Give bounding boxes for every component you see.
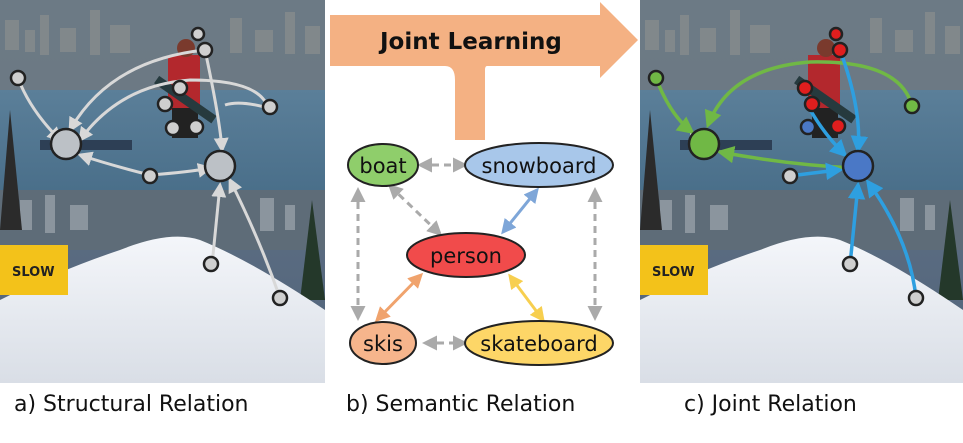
joint-learning-arrow: [330, 2, 638, 140]
caption-structural-relation: a) Structural Relation: [14, 392, 249, 417]
node-snowboard: [203, 149, 237, 183]
semantic-relation-panel: Joint Learning boat snowboard person: [325, 0, 640, 383]
structural-edges: [16, 48, 282, 299]
structural-relation-scene: SLOW: [0, 0, 325, 383]
node-person: person: [406, 232, 526, 278]
joint-learning-label: Joint Learning: [378, 29, 562, 55]
joint-relation-scene: SLOW: [640, 0, 963, 383]
slow-sign: [640, 245, 708, 295]
node-boat: [687, 127, 721, 161]
ship: [680, 140, 772, 150]
node-boat: [49, 127, 83, 161]
structural-nodes: [9, 26, 289, 307]
slow-sign: [0, 245, 68, 295]
structural-relation-panel: SLOW: [0, 0, 325, 383]
caption-semantic-relation: b) Semantic Relation: [346, 392, 576, 417]
node-skateboard-label: skateboard: [480, 332, 597, 356]
node-person-label: person: [430, 244, 502, 268]
node-snowboard-label: snowboard: [482, 154, 597, 178]
city-buildings: [5, 10, 320, 55]
snow-hill: [640, 236, 963, 383]
semantic-dashed-edges: [350, 157, 603, 351]
node-skateboard: skateboard: [464, 320, 614, 366]
joint-nodes: [647, 26, 925, 307]
caption-joint-relation: c) Joint Relation: [684, 392, 857, 417]
ship: [40, 140, 132, 150]
edge-person-skis: [374, 272, 424, 323]
edge-person-skateboard: [508, 273, 545, 323]
semantic-relation-graph: Joint Learning boat snowboard person: [330, 2, 638, 366]
node-boat-label: boat: [359, 154, 406, 178]
node-skis: skis: [349, 321, 417, 365]
slow-sign-text: SLOW: [12, 265, 55, 280]
snow-hill: [0, 236, 325, 383]
joint-relation-panel: SLOW: [640, 0, 963, 383]
node-snowboard: snowboard: [464, 142, 614, 188]
node-snowboard: [841, 149, 875, 183]
node-skis-label: skis: [363, 332, 403, 356]
slow-sign-text: SLOW: [652, 265, 695, 280]
edge-person-snowboard: [501, 187, 539, 235]
node-boat: boat: [347, 143, 419, 187]
